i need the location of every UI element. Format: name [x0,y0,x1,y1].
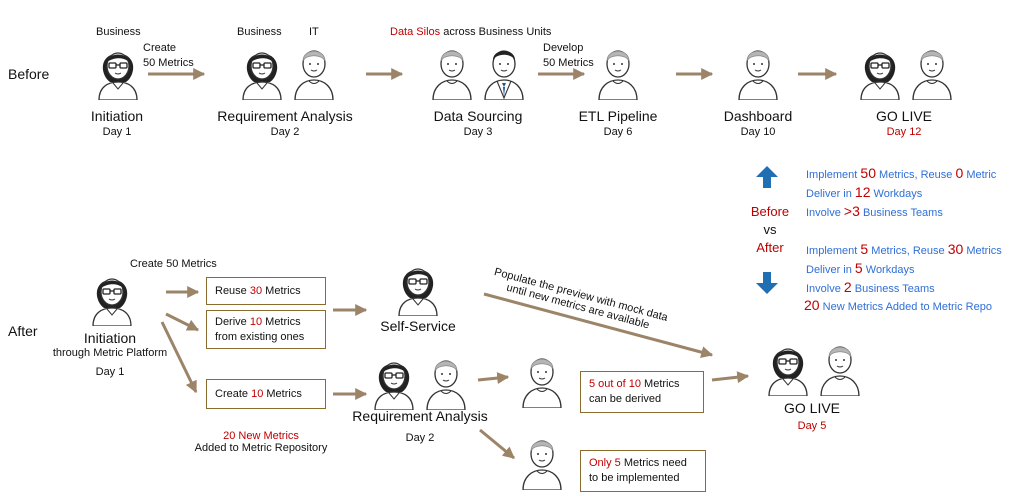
develop-label: Develop [543,42,584,54]
up-arrow-icon [756,166,778,188]
business-label-2: Business [237,26,282,38]
go-live-step: GO LIVE [875,108,933,124]
new-metrics-label: 20 New Metrics Added to Metric Repositor… [194,430,328,454]
go-live-day: Day 5 [797,420,827,432]
before-deliver-line: Deliver in 12 Workdays [806,184,923,200]
create-label: Create [143,42,177,54]
go-live-label: GO LIVE [783,400,841,416]
it-label: IT [309,26,319,38]
down-arrow-icon [756,272,778,294]
initiation-step: Initiation [83,330,137,346]
requirement-analysis-step: Requirement Analysis [217,108,353,124]
derive-metrics-box: Derive 10 Metrics from existing ones [206,310,326,349]
business-person-icon [766,336,810,396]
before-section-label: Before [8,66,50,82]
business-label: Business [96,26,141,38]
develop-50-metrics-label: 50 Metrics [543,57,594,69]
etl-pipeline-day: Day 6 [603,126,633,138]
derived-metrics-box: 5 out of 10 Metrics can be derived [580,371,704,413]
create-50-metrics-label: Create 50 Metrics [130,258,217,270]
it-person-icon [818,336,862,396]
self-service-person-icon [396,256,440,316]
comparison-vs-label: vs [763,222,777,237]
after-metrics-line: Implement 5 Metrics, Reuse 30 Metrics [806,241,1002,257]
before-involve-line: Involve >3 Business Teams [806,203,943,219]
initiation-day: Day 1 [95,366,125,378]
dashboard-day: Day 10 [740,126,776,138]
after-section-label: After [8,323,38,339]
data-sourcing-day: Day 3 [463,126,493,138]
after-new-metrics-line: 20 New Metrics Added to Metric Repo [804,297,992,313]
comparison-after-label: After [756,240,784,255]
after-involve-line: Involve 2 Business Teams [806,279,935,295]
go-live-day: Day 12 [886,126,922,138]
arrow [477,372,510,385]
arrow [165,312,200,332]
initiation-day: Day 1 [102,126,132,138]
after-deliver-line: Deliver in 5 Workdays [806,260,915,276]
it-person-icon [520,430,564,490]
data-silos-label: Data Silos across Business Units [390,26,552,38]
initiation-subtitle: through Metric Platform [52,347,168,359]
comparison-before-label: Before [750,204,790,219]
business-person-icon [90,266,134,326]
create-metrics-box: Create 10 Metrics [206,379,326,409]
it-person-icon [424,350,468,410]
arrow [711,371,750,384]
requirement-analysis-day: Day 2 [405,432,435,444]
create-50-metrics-label: 50 Metrics [143,57,194,69]
before-metrics-line: Implement 50 Metrics, Reuse 0 Metric [806,165,997,181]
arrow [160,321,198,394]
requirement-analysis-label: Requirement Analysis [352,408,488,424]
implement-metrics-box: Only 5 Metrics need to be implemented [580,450,706,492]
requirement-analysis-day: Day 2 [270,126,300,138]
reuse-metrics-box: Reuse 30 Metrics [206,277,326,305]
etl-pipeline-step: ETL Pipeline [578,108,658,124]
dashboard-step: Dashboard [723,108,793,124]
business-person-icon [372,350,416,410]
self-service-label: Self-Service [380,318,456,334]
arrow [483,292,714,359]
arrow [479,428,515,460]
initiation-step: Initiation [90,108,144,124]
data-sourcing-step: Data Sourcing [433,108,523,124]
it-person-icon [520,348,564,408]
